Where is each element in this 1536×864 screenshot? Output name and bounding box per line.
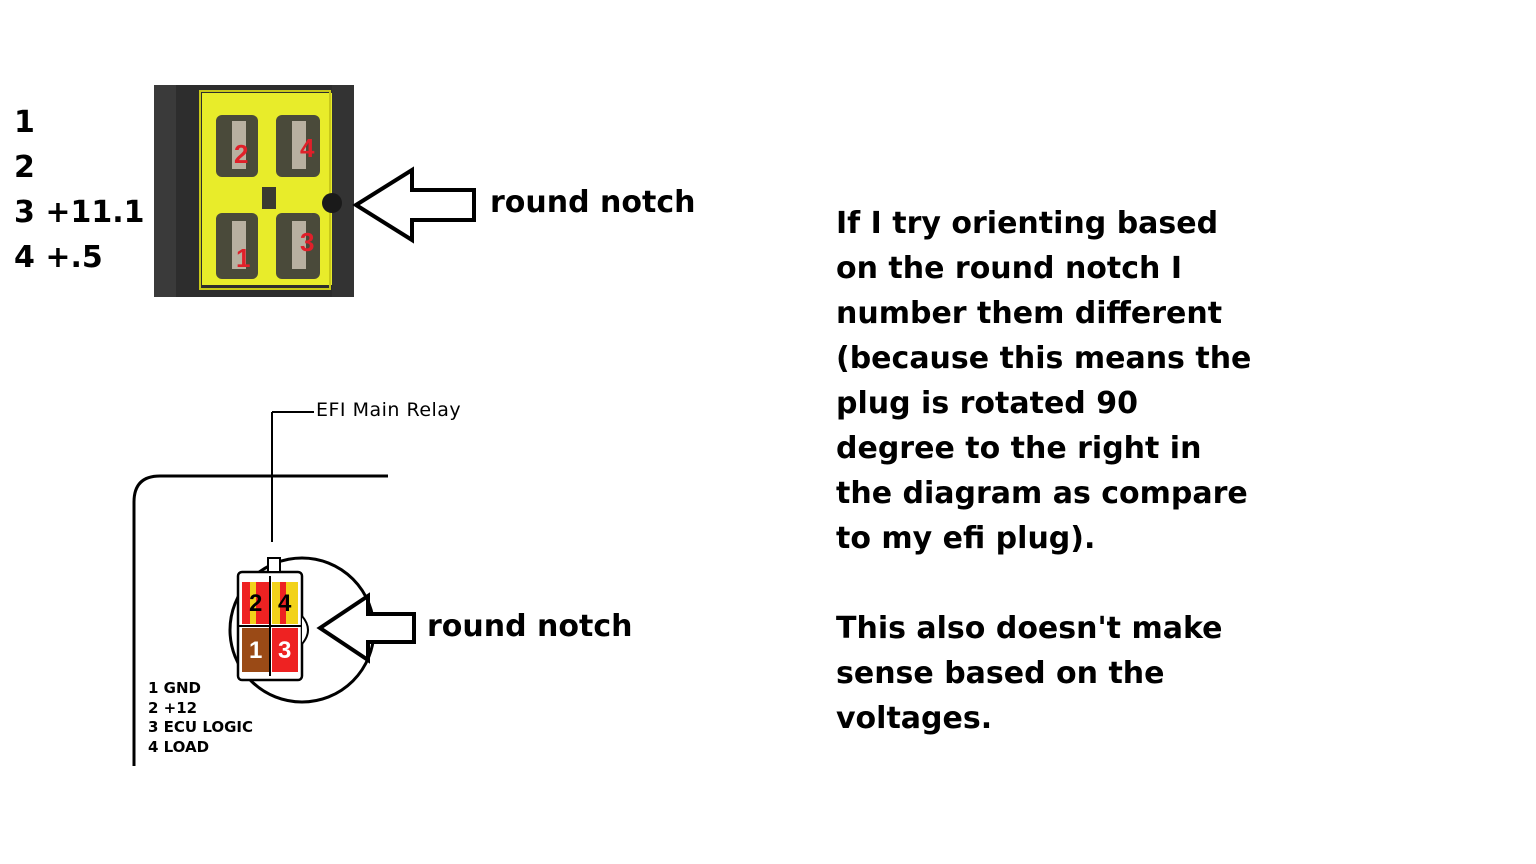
photo-notch-arrow-icon	[352, 166, 476, 244]
diagram-title: EFI Main Relay	[316, 399, 462, 421]
explanation-line: plug is rotated 90	[836, 386, 1138, 421]
pin-legend: 1 GND 2 +12 3 ECU LOGIC 4 LOAD	[148, 679, 253, 757]
explanation-line: number them different	[836, 296, 1223, 331]
legend-item-load: 4 LOAD	[148, 737, 210, 756]
pin-voltage-3: 3 +11.1	[14, 195, 145, 230]
photo-notch-label: round notch	[490, 185, 696, 220]
legend-item-ecu-logic: 3 ECU LOGIC	[148, 718, 253, 736]
explanation-line: degree to the right in	[836, 431, 1202, 466]
diagram-pin-label-1: 1	[249, 637, 262, 664]
photo-pin-label-2: 2	[234, 139, 248, 169]
pin-voltage-list: 1 2 3 +11.1 4 +.5	[14, 100, 144, 280]
paragraph-gap	[836, 561, 1256, 606]
explanation-line: on the round notch I	[836, 251, 1182, 286]
explanation-line: If I try orienting based	[836, 206, 1219, 241]
explanation-line: (because this means the	[836, 341, 1252, 376]
diagram-pin-label-2: 2	[249, 590, 262, 617]
diagram-pin-label-4: 4	[278, 590, 292, 617]
explanation-line: voltages.	[836, 701, 993, 736]
efi-relay-diagram: 2 4 1 3	[132, 411, 388, 766]
explanation-text: If I try orienting based on the round no…	[836, 201, 1256, 741]
pin-voltage-1: 1	[14, 105, 35, 140]
explanation-line: to my efi plug).	[836, 521, 1096, 556]
connector-photo-drawing: 2 4 1 3	[154, 85, 354, 297]
diagram-pin-label-3: 3	[278, 637, 291, 664]
legend-item-gnd: 1 GND	[148, 679, 201, 697]
photo-pin-label-3: 3	[300, 227, 314, 257]
explanation-line: sense based on the	[836, 656, 1165, 691]
photo-pin-label-4: 4	[300, 133, 315, 163]
photo-pin-label-1: 1	[236, 243, 250, 273]
explanation-line: This also doesn't make	[836, 611, 1223, 646]
legend-item-12v: 2 +12	[148, 698, 198, 717]
connector-photo: 2 4 1 3	[154, 85, 354, 297]
diagram-notch-label: round notch	[427, 609, 633, 644]
pin-voltage-4: 4 +.5	[14, 240, 103, 275]
diagram-notch-arrow-icon	[316, 592, 416, 664]
explanation-line: the diagram as compare	[836, 476, 1248, 511]
pin-voltage-2: 2	[14, 150, 35, 185]
